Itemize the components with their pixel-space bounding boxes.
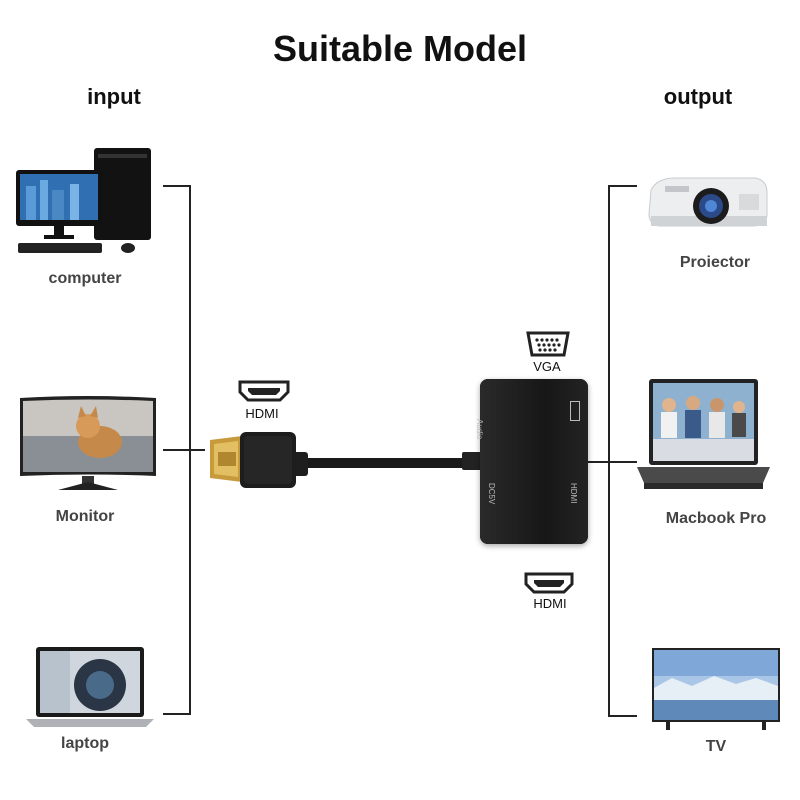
output-heading: output [663, 84, 733, 109]
adapter-hdmi-label: HDMI [569, 483, 578, 504]
input-heading: input [87, 84, 141, 109]
hdmi-output-label: HDMI [533, 596, 567, 611]
laptop-icon [26, 645, 154, 729]
monitor-icon [18, 396, 158, 492]
tv-icon [652, 648, 780, 732]
hdmi-plug [204, 432, 304, 488]
adapter-dc-label: DC5V [487, 483, 496, 505]
hdmi-input-label: HDMI [245, 406, 279, 421]
input-label-computer: computer [48, 270, 122, 287]
output-label-macbook: Macbook Pro [665, 510, 767, 527]
hdmi-port-icon [234, 378, 294, 404]
vga-port-icon [525, 330, 571, 358]
page-title: Suitable Model [272, 28, 528, 69]
output-label-projector: Proiector [679, 254, 751, 271]
macbook-icon [635, 379, 772, 493]
vga-label: VGA [533, 359, 561, 374]
desktop-computer-icon [16, 142, 156, 257]
hdmi-output-port-icon [521, 570, 577, 596]
input-label-laptop: laptop [61, 735, 109, 752]
input-label-monitor: Monitor [55, 508, 115, 525]
adapter-audio-label: Audio [475, 419, 484, 440]
projector-icon [645, 172, 770, 234]
adapter-body: Audio DC5V HDMI [475, 379, 588, 544]
output-label-tv: TV [705, 738, 727, 755]
adapter-vga-mark-icon [570, 401, 580, 421]
